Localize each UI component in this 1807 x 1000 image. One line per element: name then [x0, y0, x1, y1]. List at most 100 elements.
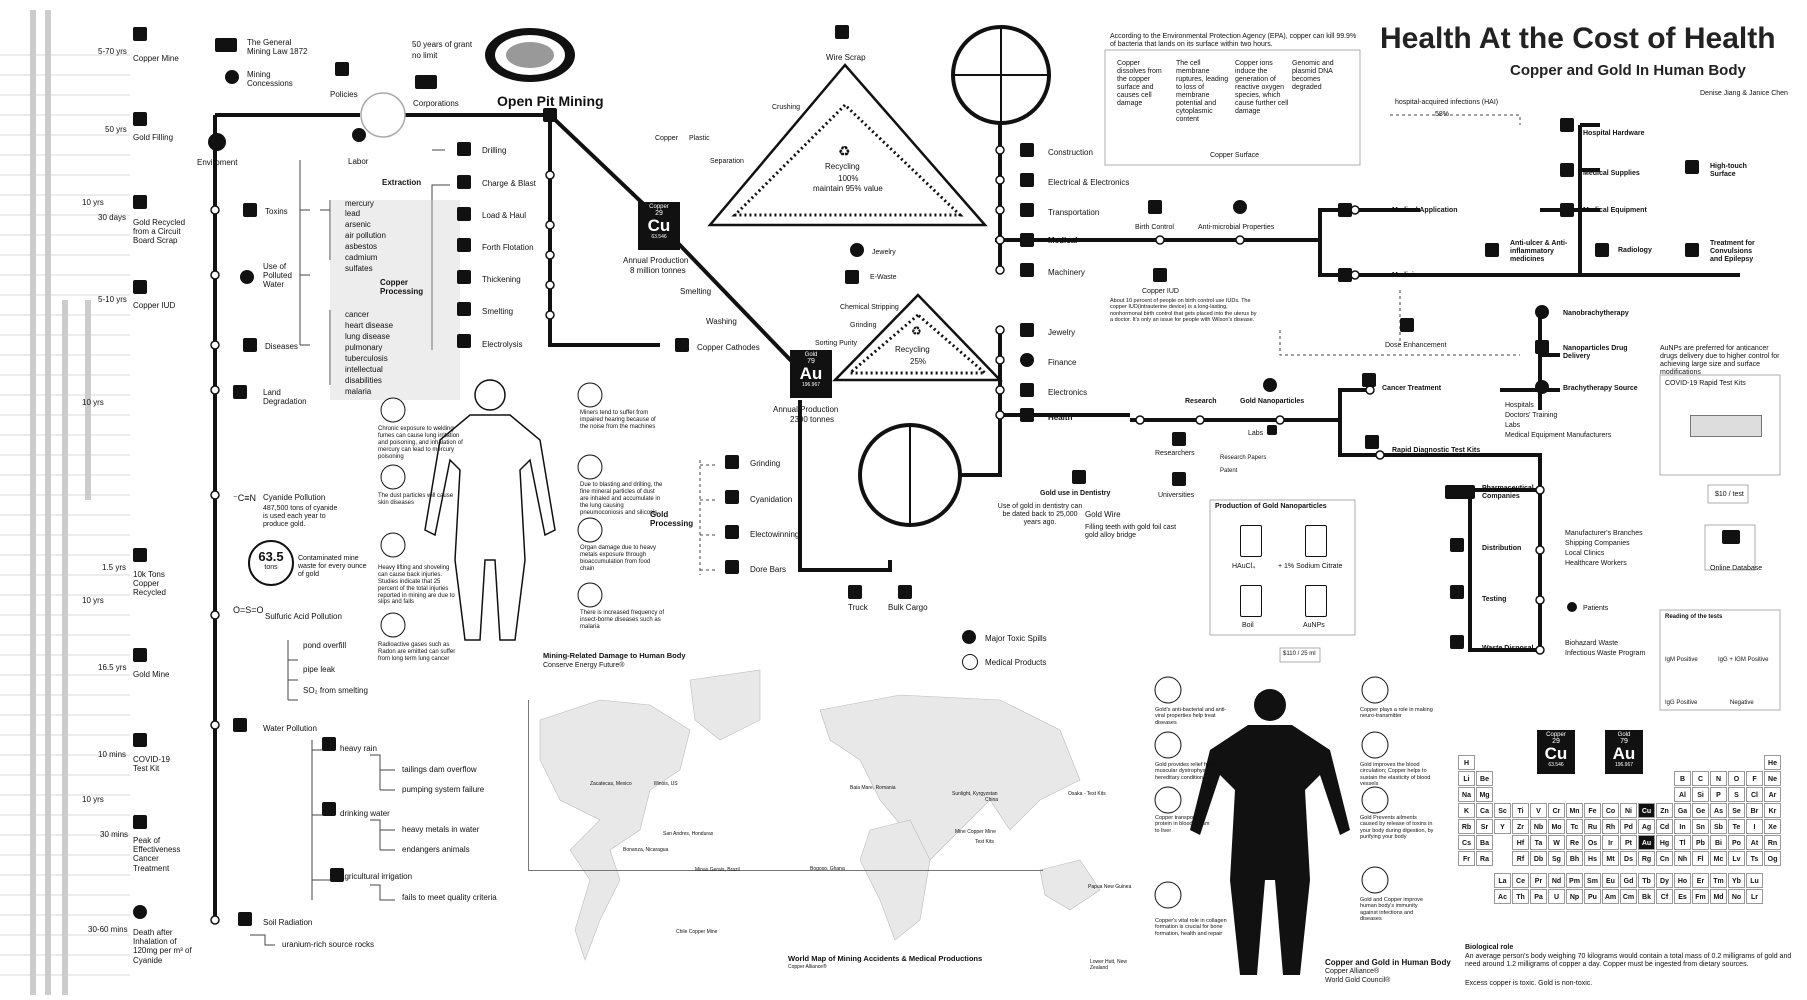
periodic-cell: As: [1710, 803, 1727, 818]
map-place: Chile Copper Mine: [676, 929, 718, 935]
reading-item: Negative: [1730, 700, 1754, 706]
benefit-left: Gold's anti-bacterial and anti-viral pro…: [1155, 707, 1227, 726]
antiulcer-label: Anti-ulcer & Anti-inflammatory medicines: [1510, 240, 1568, 264]
periodic-cell: Pm: [1566, 873, 1583, 888]
production-step: AuNPs: [1303, 622, 1325, 629]
policies-label: Policies: [330, 90, 358, 99]
ewaste-icon: [845, 270, 859, 284]
drug-label: Nanoparticles Drug Delivery: [1563, 345, 1628, 361]
electrolysis-icon: [457, 334, 471, 348]
ribbon-icon: [1362, 373, 1376, 387]
periodic-cell: Ra: [1476, 851, 1493, 866]
benefit-right: Gold and Copper improve human body's imm…: [1360, 897, 1423, 922]
ship-icon: [898, 585, 912, 599]
hai-pct: 58%: [1435, 111, 1450, 118]
dose-chart-icon: [1400, 318, 1414, 332]
damage-source: Conserve Energy Future®: [543, 662, 625, 669]
hightouch-icon: [1685, 160, 1699, 174]
pill-bottle-icon: [1338, 268, 1352, 282]
medicine-label: Medicine: [1392, 272, 1422, 279]
periodic-cell: Es: [1674, 889, 1691, 904]
university-icon: [1172, 472, 1186, 486]
gold-element-tile-2: Gold 79 Au 196.967: [1605, 730, 1643, 774]
periodic-cell: Rh: [1602, 819, 1619, 834]
gold-step: Electowinning: [750, 530, 800, 539]
pharma-icon: [1445, 485, 1475, 499]
periodic-cell: Pr: [1530, 873, 1547, 888]
syringe-icon: [1685, 243, 1699, 257]
timeline-label: 10k Tons Copper Recycled: [133, 570, 166, 598]
periodic-cell: Nh: [1674, 851, 1691, 866]
separation-label: Separation: [710, 158, 744, 165]
periodic-cell: Nb: [1530, 819, 1547, 834]
periodic-cell: Sb: [1710, 819, 1727, 834]
periodic-cell: Rb: [1458, 819, 1475, 834]
clipboard-icon: [335, 62, 349, 76]
periodic-cell: Mc: [1710, 851, 1727, 866]
disease-item: disabilities: [345, 376, 382, 385]
covid-kits-label: COVID-19 Rapid Test Kits: [1665, 380, 1746, 387]
periodic-cell: Tl: [1674, 835, 1691, 850]
legend-medical: Medical Products: [985, 658, 1047, 667]
recycle-icon: [133, 548, 147, 562]
jewelry-label: Jewelry: [872, 249, 896, 256]
copper-number: 29: [655, 210, 663, 217]
map-source: Copper Alliance®: [788, 964, 827, 970]
cyanide-formula-icon: ⁻C≡N: [233, 493, 257, 503]
periodic-cell: Sg: [1548, 851, 1565, 866]
drinking-item: heavy metals in water: [402, 825, 480, 834]
periodic-cell: Fe: [1584, 803, 1601, 818]
truck-label: Truck: [848, 603, 868, 612]
timeline-time: 5-70 yrs: [98, 47, 127, 56]
gold-use: Health: [1048, 413, 1073, 422]
periodic-cell: Co: [1602, 803, 1619, 818]
drill-icon: [457, 142, 471, 156]
periodic-cell: Ga: [1674, 803, 1691, 818]
flask-icon: [725, 490, 739, 504]
supplies-label: Medical Supplies: [1583, 170, 1640, 177]
copper-use: Medical: [1048, 236, 1078, 245]
copper-name: Copper: [1546, 732, 1566, 738]
benefit-right: Gold Prevents ailments caused by release…: [1360, 815, 1434, 840]
beaker-icon: [1305, 585, 1327, 617]
nolimit-label: no limit: [412, 51, 438, 60]
gold-step: Grinding: [750, 459, 781, 468]
periodic-cell: Ho: [1674, 873, 1691, 888]
periodic-cell: Sn: [1692, 819, 1709, 834]
periodic-cell: Cu: [1638, 803, 1655, 818]
gold-symbol: Au: [1612, 744, 1636, 763]
gold-name: Gold: [804, 352, 818, 358]
copper-mine-icon: [133, 27, 147, 41]
periodic-cell: Al: [1674, 787, 1691, 802]
periodic-cell: Np: [1566, 889, 1583, 904]
damage-right: Due to blasting and drilling, the fine m…: [580, 482, 663, 516]
timeline-time: 10 mins: [98, 750, 127, 759]
sulfuric-title: Sulfuric Acid Pollution: [265, 612, 342, 621]
mining-concessions: Mining Concessions: [247, 70, 293, 89]
map-place: Papua New Guinea: [1088, 884, 1132, 890]
damage-left: Heavy lifting and shoveling can cause ba…: [378, 565, 455, 606]
bacteria-icon: [1233, 200, 1247, 214]
map-title: World Map of Mining Accidents & Medical …: [788, 954, 983, 963]
damage-left: Radioactive gases such as Radon are emit…: [378, 642, 456, 662]
timeline-time: 50 yrs: [105, 125, 127, 134]
heart-icon: [1020, 408, 1034, 422]
door-handle-icon: [1560, 118, 1574, 132]
labor-label: Labor: [348, 157, 369, 166]
copper-sep-label: Copper: [655, 135, 678, 142]
cargo-label: Bulk Cargo: [888, 603, 928, 612]
branch-item: Shipping Companies: [1565, 540, 1630, 547]
periodic-cell: Eu: [1602, 873, 1619, 888]
copper-step: Thickening: [482, 275, 521, 284]
waste-item: Biohazard Waste: [1565, 640, 1619, 647]
drug-delivery-icon: [1535, 340, 1549, 354]
disease-item: tuberculosis: [345, 354, 388, 363]
patient-icon: [1567, 602, 1577, 612]
periodic-cell: Ar: [1764, 787, 1781, 802]
reading-item: IgG + IGM Positive: [1718, 657, 1769, 663]
wheelchair-icon: [1560, 163, 1574, 177]
sulfuric-item: pond overfill: [303, 641, 347, 650]
periodic-cell: Pd: [1620, 819, 1637, 834]
copper-prod-label: Annual Production: [623, 256, 689, 265]
